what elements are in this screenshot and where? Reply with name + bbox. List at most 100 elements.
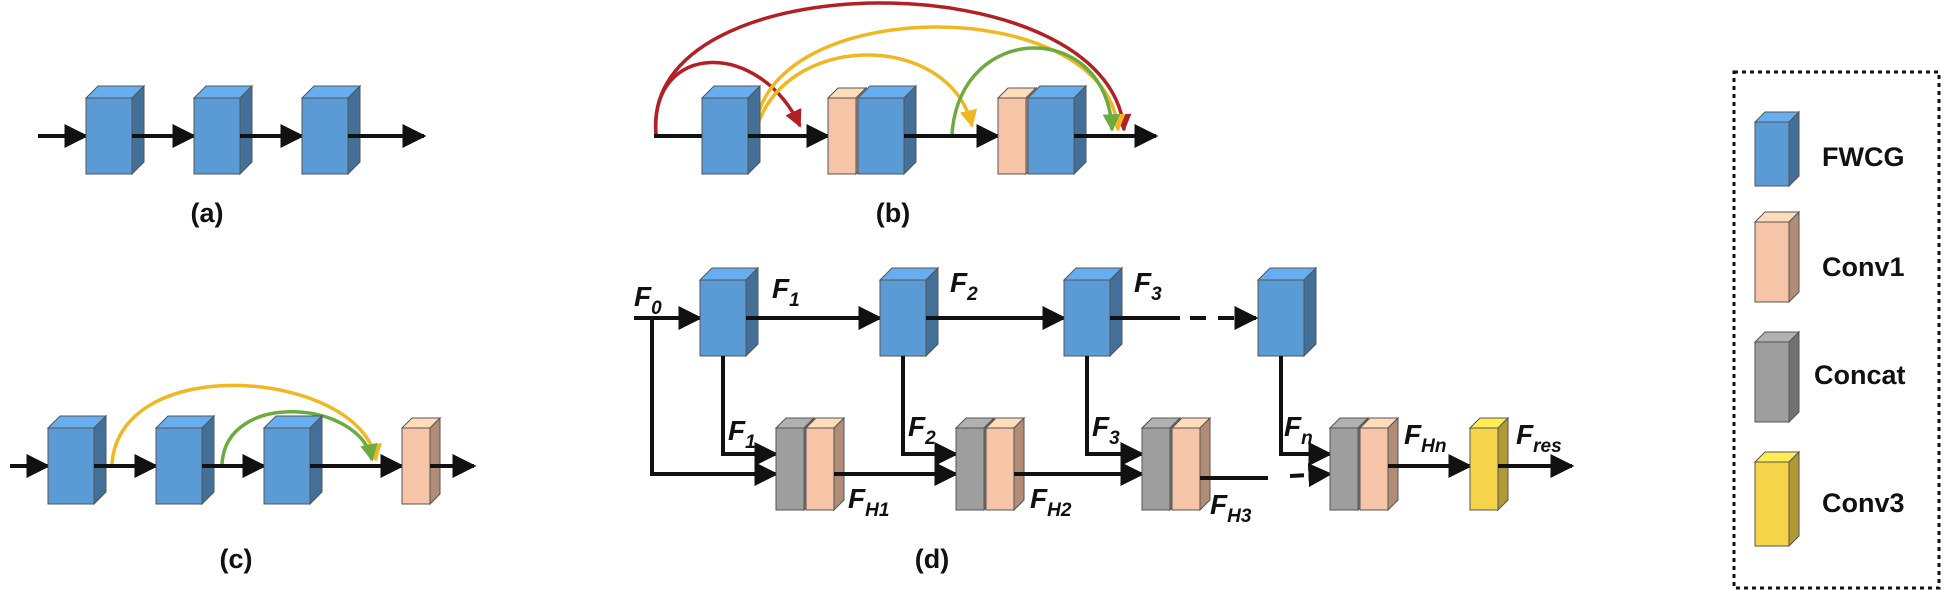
- block-front-face: [879, 279, 927, 357]
- arrow: [721, 356, 779, 466]
- concat-legend-swatch: [1753, 330, 1801, 424]
- block-side-face: [1788, 330, 1800, 424]
- block-front-face: [775, 427, 805, 511]
- conv1-legend-swatch: [1753, 210, 1801, 304]
- block-front-face: [1063, 279, 1111, 357]
- skip-arrow-green: [950, 46, 1121, 135]
- label-fhn: FHn: [1404, 419, 1446, 457]
- block-front-face: [301, 97, 349, 175]
- fwcg-block: [262, 414, 324, 506]
- label-fh2: FH2: [1030, 483, 1072, 521]
- block-side-face: [429, 416, 441, 506]
- fwcg-block: [192, 84, 254, 176]
- block-front-face: [1754, 221, 1790, 303]
- conv3-legend-swatch: [1753, 450, 1801, 548]
- label-fh3: FH3: [1210, 489, 1252, 527]
- block-side-face: [833, 416, 845, 512]
- label-f2-drop: F2: [908, 411, 936, 449]
- label-fn-drop: Fn: [1284, 411, 1313, 449]
- label-f3-drop: F3: [1092, 411, 1120, 449]
- panel-d: F0 F1 F2 F3 F1 F2 F3 Fn FH1 FH2 FH3 FHn …: [634, 266, 1575, 574]
- label-f1-drop: F1: [728, 415, 756, 453]
- legend-label-fwcg: FWCG: [1822, 142, 1904, 172]
- block-side-face: [201, 414, 215, 506]
- block-front-face: [1359, 427, 1389, 511]
- caption-c: (c): [220, 544, 253, 574]
- block-side-face: [747, 84, 761, 176]
- arrow: [1279, 356, 1333, 466]
- fwcg-legend-swatch: [1753, 110, 1801, 188]
- block-side-face: [745, 266, 759, 358]
- fwcg-block: [700, 84, 762, 176]
- legend-item-concat: Concat: [1753, 330, 1906, 424]
- conv1-block: [400, 416, 442, 506]
- block-front-face: [1329, 427, 1359, 511]
- skip-arrow-yellow: [753, 53, 977, 135]
- skip-arrow-red: [654, 1, 1132, 135]
- panel-a: (a): [38, 84, 427, 228]
- legend: FWCG Conv1 Concat Conv3: [1732, 70, 1941, 590]
- label-f1: F1: [772, 273, 800, 311]
- label-f0: F0: [634, 281, 662, 319]
- legend-item-fwcg: FWCG: [1753, 110, 1904, 188]
- block-side-face: [1788, 110, 1800, 188]
- block-side-face: [1788, 450, 1800, 548]
- panel-c: (c): [10, 383, 477, 574]
- fwcg-block: [856, 84, 918, 176]
- legend-label-conv3: Conv3: [1822, 488, 1905, 518]
- conv1-block: [804, 416, 846, 512]
- skip-arrow-yellow: [110, 383, 382, 465]
- block-side-face: [239, 84, 253, 176]
- block-front-face: [1141, 427, 1171, 511]
- fwcg-block: [698, 266, 760, 358]
- block-front-face: [1257, 279, 1305, 357]
- block-side-face: [93, 414, 107, 506]
- legend-label-concat: Concat: [1814, 360, 1906, 390]
- block-front-face: [85, 97, 133, 175]
- block-front-face: [263, 427, 311, 505]
- block-side-face: [1788, 210, 1800, 304]
- label-fh1: FH1: [848, 483, 889, 521]
- caption-d: (d): [915, 544, 949, 574]
- conv1-block: [1358, 416, 1400, 512]
- legend-border: [1732, 70, 1941, 590]
- block-side-face: [903, 84, 917, 176]
- caption-b: (b): [876, 198, 910, 228]
- block-front-face: [1469, 427, 1499, 511]
- panel-b: (b): [654, 1, 1159, 228]
- block-side-face: [1109, 266, 1123, 358]
- legend-label-conv1: Conv1: [1822, 252, 1905, 282]
- block-side-face: [1303, 266, 1317, 358]
- block-front-face: [1171, 427, 1201, 511]
- arrow: [650, 318, 779, 486]
- conv1-block: [1170, 416, 1212, 512]
- fwcg-block: [1062, 266, 1124, 358]
- fwcg-block: [1256, 266, 1318, 358]
- block-side-face: [1199, 416, 1211, 512]
- legend-item-conv1: Conv1: [1753, 210, 1905, 304]
- label-f2: F2: [950, 267, 978, 305]
- block-front-face: [1754, 461, 1790, 547]
- block-front-face: [997, 97, 1027, 175]
- block-side-face: [347, 84, 361, 176]
- legend-item-conv3: Conv3: [1753, 450, 1905, 548]
- dashed-arrow: [1289, 463, 1333, 488]
- block-front-face: [699, 279, 747, 357]
- block-front-face: [1754, 121, 1790, 187]
- fwcg-block: [154, 414, 216, 506]
- label-f3: F3: [1134, 267, 1162, 305]
- skip-arrow-green: [220, 410, 378, 465]
- caption-a: (a): [191, 198, 224, 228]
- block-side-face: [1073, 84, 1087, 176]
- block-front-face: [1027, 97, 1075, 175]
- arrow: [1085, 356, 1145, 466]
- block-side-face: [1013, 416, 1025, 512]
- block-front-face: [985, 427, 1015, 511]
- fwcg-block: [878, 266, 940, 358]
- block-front-face: [805, 427, 835, 511]
- block-front-face: [857, 97, 905, 175]
- block-front-face: [701, 97, 749, 175]
- block-side-face: [309, 414, 323, 506]
- fwcg-block: [1026, 84, 1088, 176]
